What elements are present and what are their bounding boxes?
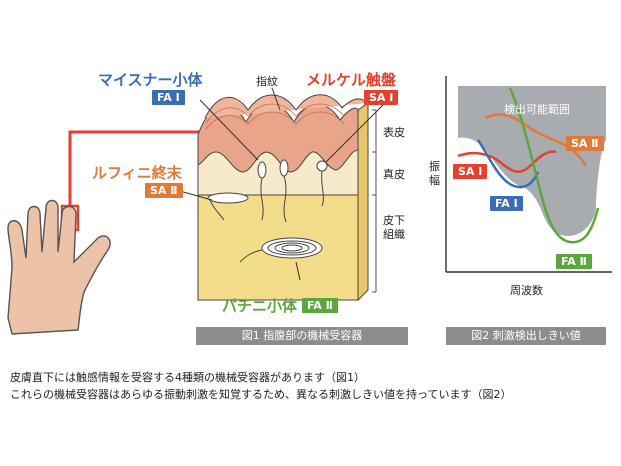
description-line-1: 皮膚直下には触感情報を受容する4種類の機械受容器があります（図1） — [10, 371, 365, 384]
meissner-corpuscle — [257, 159, 289, 223]
hand-illustration — [7, 199, 111, 335]
connector-line — [68, 130, 205, 212]
series-sa2-badge: SA Ⅱ — [566, 136, 604, 151]
fig1-caption: 図1 指腹部の機械受容器 — [196, 327, 408, 345]
skin-block — [161, 87, 385, 302]
epidermis-label: 表皮 — [383, 126, 405, 139]
subcutis-label-1: 皮下 — [383, 214, 405, 227]
series-fa1-badge: FA Ⅰ — [490, 196, 523, 211]
series-sa2-line — [485, 113, 588, 167]
ruffini-ending — [207, 192, 249, 221]
merkel-label: メルケル触盤 — [306, 71, 397, 89]
description-line-2: これらの機械受容器はあらゆる振動刺激を知覚するため、異なる刺激しきい値を持ってい… — [10, 388, 512, 401]
pacinian-corpuscle — [239, 237, 323, 263]
fingerprint-label: 指紋 — [256, 75, 278, 88]
subcutis-label-2: 組織 — [383, 228, 405, 241]
meissner-label: マイスナー小体 — [98, 71, 203, 89]
y-axis-label: 振幅 — [429, 160, 440, 187]
x-axis-label: 周波数 — [510, 284, 543, 297]
meissner-badge: FA Ⅰ — [152, 90, 185, 105]
fig2-caption: 図2 刺激検出しきい値 — [446, 327, 606, 345]
pacini-badge: FA Ⅱ — [302, 298, 338, 313]
ruffini-label: ルフィニ終末 — [92, 164, 182, 182]
pacini-label: パチニ小体 — [222, 297, 298, 315]
detectable-region-label: 検出可能範囲 — [504, 103, 570, 116]
merkel-disk — [316, 160, 328, 207]
series-fa2-line — [508, 87, 600, 244]
merkel-badge: SA Ⅰ — [364, 90, 399, 105]
series-fa2-badge: FA Ⅱ — [556, 254, 592, 269]
series-sa1-line — [457, 150, 557, 174]
ruffini-badge: SA Ⅱ — [145, 183, 183, 198]
threshold-chart — [445, 76, 612, 273]
series-fa1-line — [476, 139, 540, 189]
dermis-label: 真皮 — [383, 168, 405, 181]
series-sa1-badge: SA Ⅰ — [453, 164, 488, 179]
